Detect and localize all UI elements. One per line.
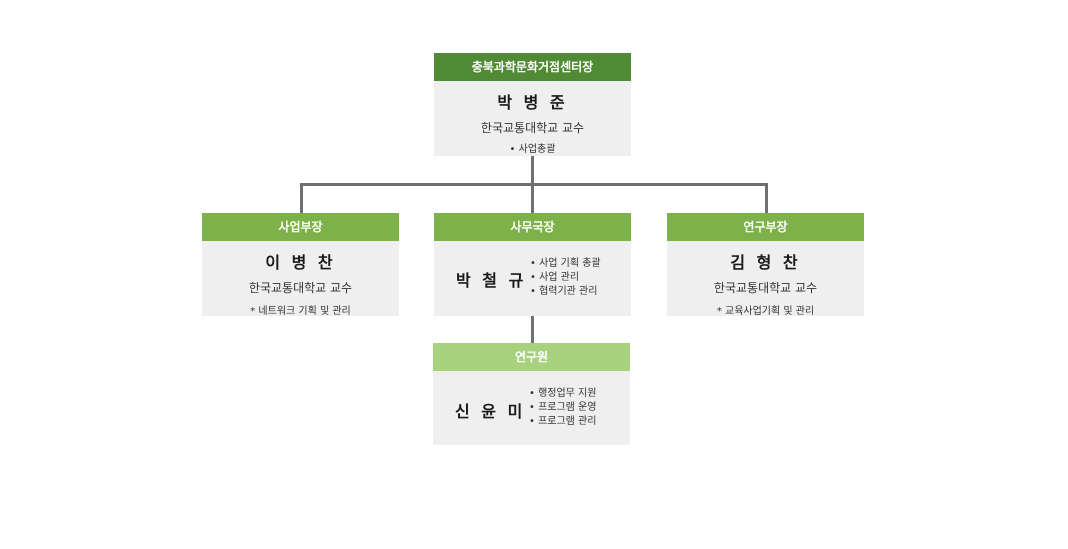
- secretary-general-duty-item: 협력기관 관리: [530, 285, 601, 299]
- secretary-general-duties: 사업 기획 총괄 사업 관리 협력기관 관리: [530, 257, 601, 299]
- director-affiliation: 한국교통대학교 교수: [480, 121, 585, 135]
- secretary-general-title: 사무국장: [434, 213, 631, 241]
- researcher-body: 신 윤 미 행정업무 지원 프로그램 운영 프로그램 관리: [433, 371, 630, 445]
- secretary-general-card: 사무국장 박 철 규 사업 기획 총괄 사업 관리 협력기관 관리: [434, 213, 631, 316]
- researcher-duty-item: 프로그램 관리: [529, 415, 596, 429]
- researcher-duty-item: 프로그램 운영: [529, 401, 596, 415]
- business-manager-affiliation: 한국교통대학교 교수: [248, 281, 353, 295]
- connector-director-down: [531, 156, 534, 185]
- research-manager-card: 연구부장 김 형 찬 한국교통대학교 교수 교육사업기획 및 관리: [667, 213, 864, 317]
- secretary-general-name: 박 철 규: [456, 271, 527, 290]
- director-name: 박 병 준: [497, 93, 568, 112]
- research-manager-title: 연구부장: [667, 213, 864, 241]
- researcher-duty-item: 행정업무 지원: [529, 387, 596, 401]
- business-manager-name: 이 병 찬: [265, 253, 336, 272]
- director-duty: 사업총괄: [434, 140, 631, 155]
- director-card: 충북과학문화거점센터장 박 병 준 한국교통대학교 교수 사업총괄: [434, 53, 631, 156]
- connector-secretary-researcher: [531, 316, 534, 343]
- researcher-duties: 행정업무 지원 프로그램 운영 프로그램 관리: [529, 387, 596, 429]
- research-manager-duty: 교육사업기획 및 관리: [667, 302, 864, 317]
- business-manager-card: 사업부장 이 병 찬 한국교통대학교 교수 네트워크 기획 및 관리: [202, 213, 399, 317]
- researcher-name: 신 윤 미: [455, 402, 526, 421]
- director-title: 충북과학문화거점센터장: [434, 53, 631, 81]
- research-manager-name: 김 형 찬: [730, 253, 801, 272]
- connector-center-down: [531, 183, 534, 213]
- researcher-title: 연구원: [433, 343, 630, 371]
- researcher-card: 연구원 신 윤 미 행정업무 지원 프로그램 운영 프로그램 관리: [433, 343, 630, 445]
- secretary-general-body: 박 철 규 사업 기획 총괄 사업 관리 협력기관 관리: [434, 241, 631, 316]
- secretary-general-duty-item: 사업 관리: [530, 271, 601, 285]
- business-manager-duty: 네트워크 기획 및 관리: [202, 302, 399, 317]
- connector-horizontal: [300, 183, 768, 186]
- connector-left-down: [300, 183, 303, 213]
- research-manager-body: 김 형 찬 한국교통대학교 교수 교육사업기획 및 관리: [667, 241, 864, 317]
- business-manager-title: 사업부장: [202, 213, 399, 241]
- secretary-general-duty-item: 사업 기획 총괄: [530, 257, 601, 271]
- research-manager-affiliation: 한국교통대학교 교수: [713, 281, 818, 295]
- business-manager-body: 이 병 찬 한국교통대학교 교수 네트워크 기획 및 관리: [202, 241, 399, 317]
- connector-right-down: [765, 183, 768, 213]
- director-body: 박 병 준 한국교통대학교 교수 사업총괄: [434, 81, 631, 156]
